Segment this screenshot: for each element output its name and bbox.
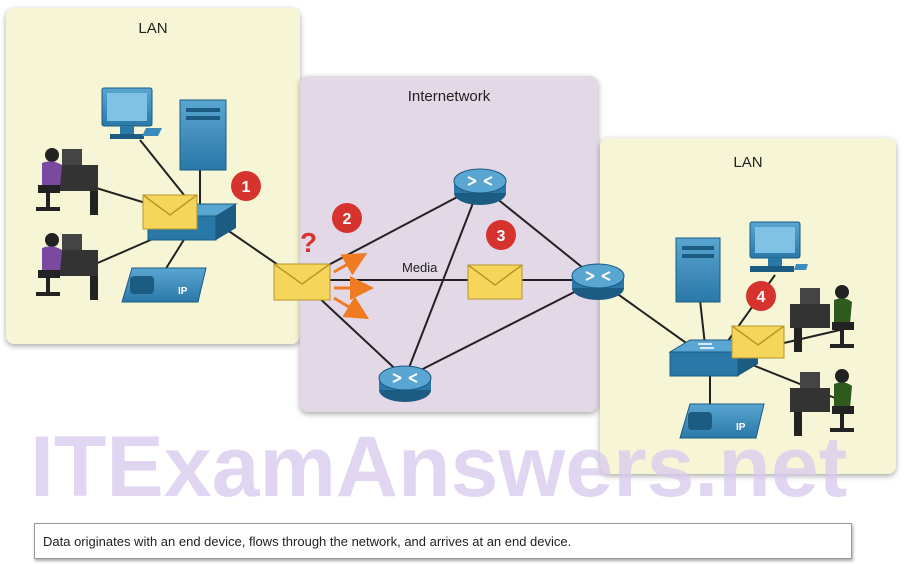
envelope-icon bbox=[467, 264, 523, 300]
step-number: 1 bbox=[242, 179, 251, 196]
left-lan-title: LAN bbox=[138, 20, 168, 37]
router-icon bbox=[571, 263, 625, 300]
person-workstation-icon bbox=[790, 369, 854, 436]
pc-monitor-icon bbox=[749, 221, 808, 272]
envelope-icon bbox=[273, 263, 331, 301]
person-workstation-icon bbox=[36, 148, 98, 215]
step-number: 4 bbox=[757, 289, 766, 306]
right-lan-title: LAN bbox=[733, 154, 763, 171]
router-icon bbox=[453, 168, 507, 205]
person-workstation-icon bbox=[790, 285, 854, 352]
internetwork-title: Internetwork bbox=[407, 88, 491, 105]
pc-monitor-icon bbox=[101, 87, 162, 139]
envelope-icon bbox=[731, 325, 785, 359]
direction-arrows bbox=[333, 253, 374, 320]
router-icon bbox=[378, 365, 432, 402]
ip-phone-label: IP bbox=[736, 422, 746, 433]
caption-box: Data originates with an end device, flow… bbox=[34, 523, 852, 559]
ip-phone-icon: IP bbox=[679, 403, 765, 439]
envelope-icon bbox=[142, 194, 198, 230]
server-icon bbox=[179, 99, 227, 171]
question-mark: ? bbox=[300, 227, 317, 258]
step-badge-1: 1 bbox=[231, 171, 261, 201]
step-number: 2 bbox=[343, 211, 352, 228]
ip-phone-icon: IP bbox=[121, 267, 207, 303]
step-badge-4: 4 bbox=[746, 281, 776, 311]
step-number: 3 bbox=[497, 228, 506, 245]
ip-phone-label: IP bbox=[178, 286, 188, 297]
media-label: Media bbox=[402, 260, 438, 275]
step-badge-3: 3 bbox=[486, 220, 516, 250]
step-badge-2: 2 bbox=[332, 203, 362, 233]
caption-text: Data originates with an end device, flow… bbox=[43, 534, 572, 549]
server-icon bbox=[675, 237, 721, 303]
person-workstation-icon bbox=[36, 233, 98, 300]
watermark-text: ITExamAnswers.net bbox=[30, 419, 848, 515]
